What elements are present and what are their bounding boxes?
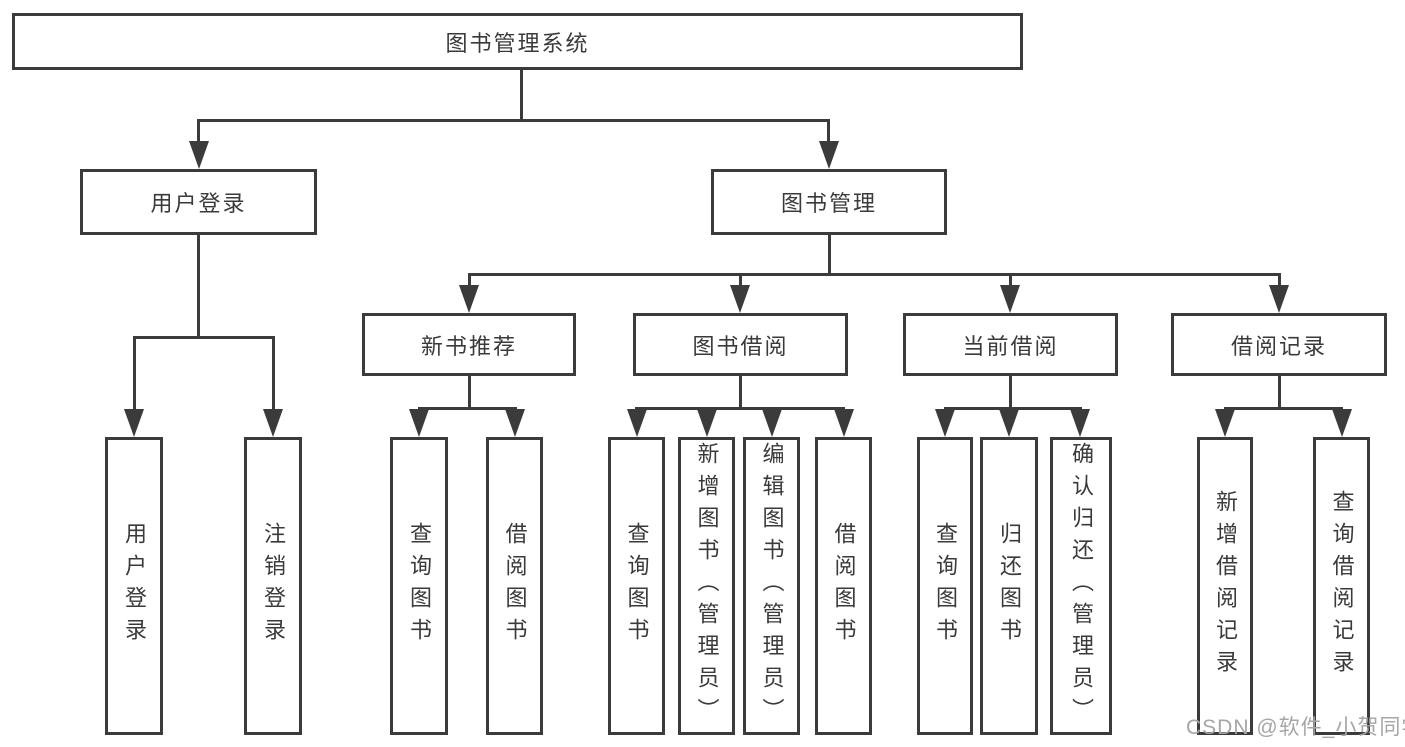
connector-userlogin-stem-left [133, 336, 136, 412]
arrowhead-down-icon [819, 141, 839, 169]
leaf-query-books-current: 查询图书 [917, 437, 973, 735]
leaf-borrow-books-recommend: 借阅图书 [486, 437, 543, 735]
arrowhead-down-icon [1215, 409, 1235, 437]
node-current-borrow: 当前借阅 [903, 313, 1118, 376]
watermark: CSDN @软件_小贺同学 [1186, 716, 1405, 739]
connector-root-trunk [520, 69, 523, 120]
connector-root-stem-left [197, 119, 200, 144]
node-new-book-recommend: 新书推荐 [362, 313, 576, 376]
connector-userlogin-stem-right [272, 336, 275, 412]
arrowhead-down-icon [1070, 409, 1090, 437]
connector-currentborrow-split [944, 407, 1082, 410]
connector-currentborrow-trunk [1009, 376, 1012, 409]
connector-newbookrec-trunk [468, 376, 471, 409]
node-book-management: 图书管理 [711, 169, 947, 235]
leaf-user-login: 用户登录 [105, 437, 163, 735]
node-root-system: 图书管理系统 [12, 13, 1023, 70]
arrowhead-down-icon [409, 409, 429, 437]
leaf-return-books: 归还图书 [980, 437, 1038, 735]
arrowhead-down-icon [935, 409, 955, 437]
connector-userlogin-split [133, 336, 275, 339]
connector-bookmgmt-stem-2 [739, 273, 742, 288]
leaf-edit-books-admin: 编辑图书（管理员） [743, 437, 800, 735]
arrowhead-down-icon [730, 285, 750, 313]
leaf-add-borrow-record: 新增借阅记录 [1197, 437, 1253, 735]
arrowhead-down-icon [189, 141, 209, 169]
node-book-borrow: 图书借阅 [633, 313, 848, 376]
leaf-query-books-borrow: 查询图书 [608, 437, 665, 735]
connector-bookmgmt-split [468, 273, 1281, 276]
leaf-confirm-return-admin: 确认归还（管理员） [1050, 437, 1112, 735]
arrowhead-down-icon [263, 409, 283, 437]
arrowhead-down-icon [1332, 409, 1352, 437]
arrowhead-down-icon [505, 409, 525, 437]
leaf-add-books-admin: 新增图书（管理员） [678, 437, 735, 735]
arrowhead-down-icon [627, 409, 647, 437]
connector-userlogin-trunk [197, 234, 200, 337]
arrowhead-down-icon [124, 409, 144, 437]
arrowhead-down-icon [697, 409, 717, 437]
connector-bookmgmt-stem-4 [1278, 273, 1281, 288]
connector-bookborrow-split [635, 407, 845, 410]
connector-root-stem-right [827, 119, 830, 144]
arrowhead-down-icon [834, 409, 854, 437]
arrowhead-down-icon [999, 409, 1019, 437]
arrowhead-down-icon [1269, 285, 1289, 313]
leaf-query-borrow-record: 查询借阅记录 [1313, 437, 1370, 735]
connector-borrowrecords-split [1224, 407, 1343, 410]
connector-root-split [197, 119, 830, 122]
connector-borrowrecords-trunk [1278, 376, 1281, 409]
leaf-query-books-recommend: 查询图书 [390, 437, 448, 735]
arrowhead-down-icon [459, 285, 479, 313]
arrowhead-down-icon [762, 409, 782, 437]
connector-newbookrec-split [418, 407, 517, 410]
connector-bookmgmt-stem-3 [1009, 273, 1012, 288]
connector-bookmgmt-stem-1 [468, 273, 471, 288]
node-borrow-records: 借阅记录 [1171, 313, 1387, 376]
node-user-login: 用户登录 [80, 169, 317, 235]
connector-bookmgmt-trunk [828, 234, 831, 274]
arrowhead-down-icon [1000, 285, 1020, 313]
connector-bookborrow-trunk [739, 376, 742, 409]
leaf-borrow-books: 借阅图书 [815, 437, 872, 735]
leaf-logout-login: 注销登录 [244, 437, 302, 735]
